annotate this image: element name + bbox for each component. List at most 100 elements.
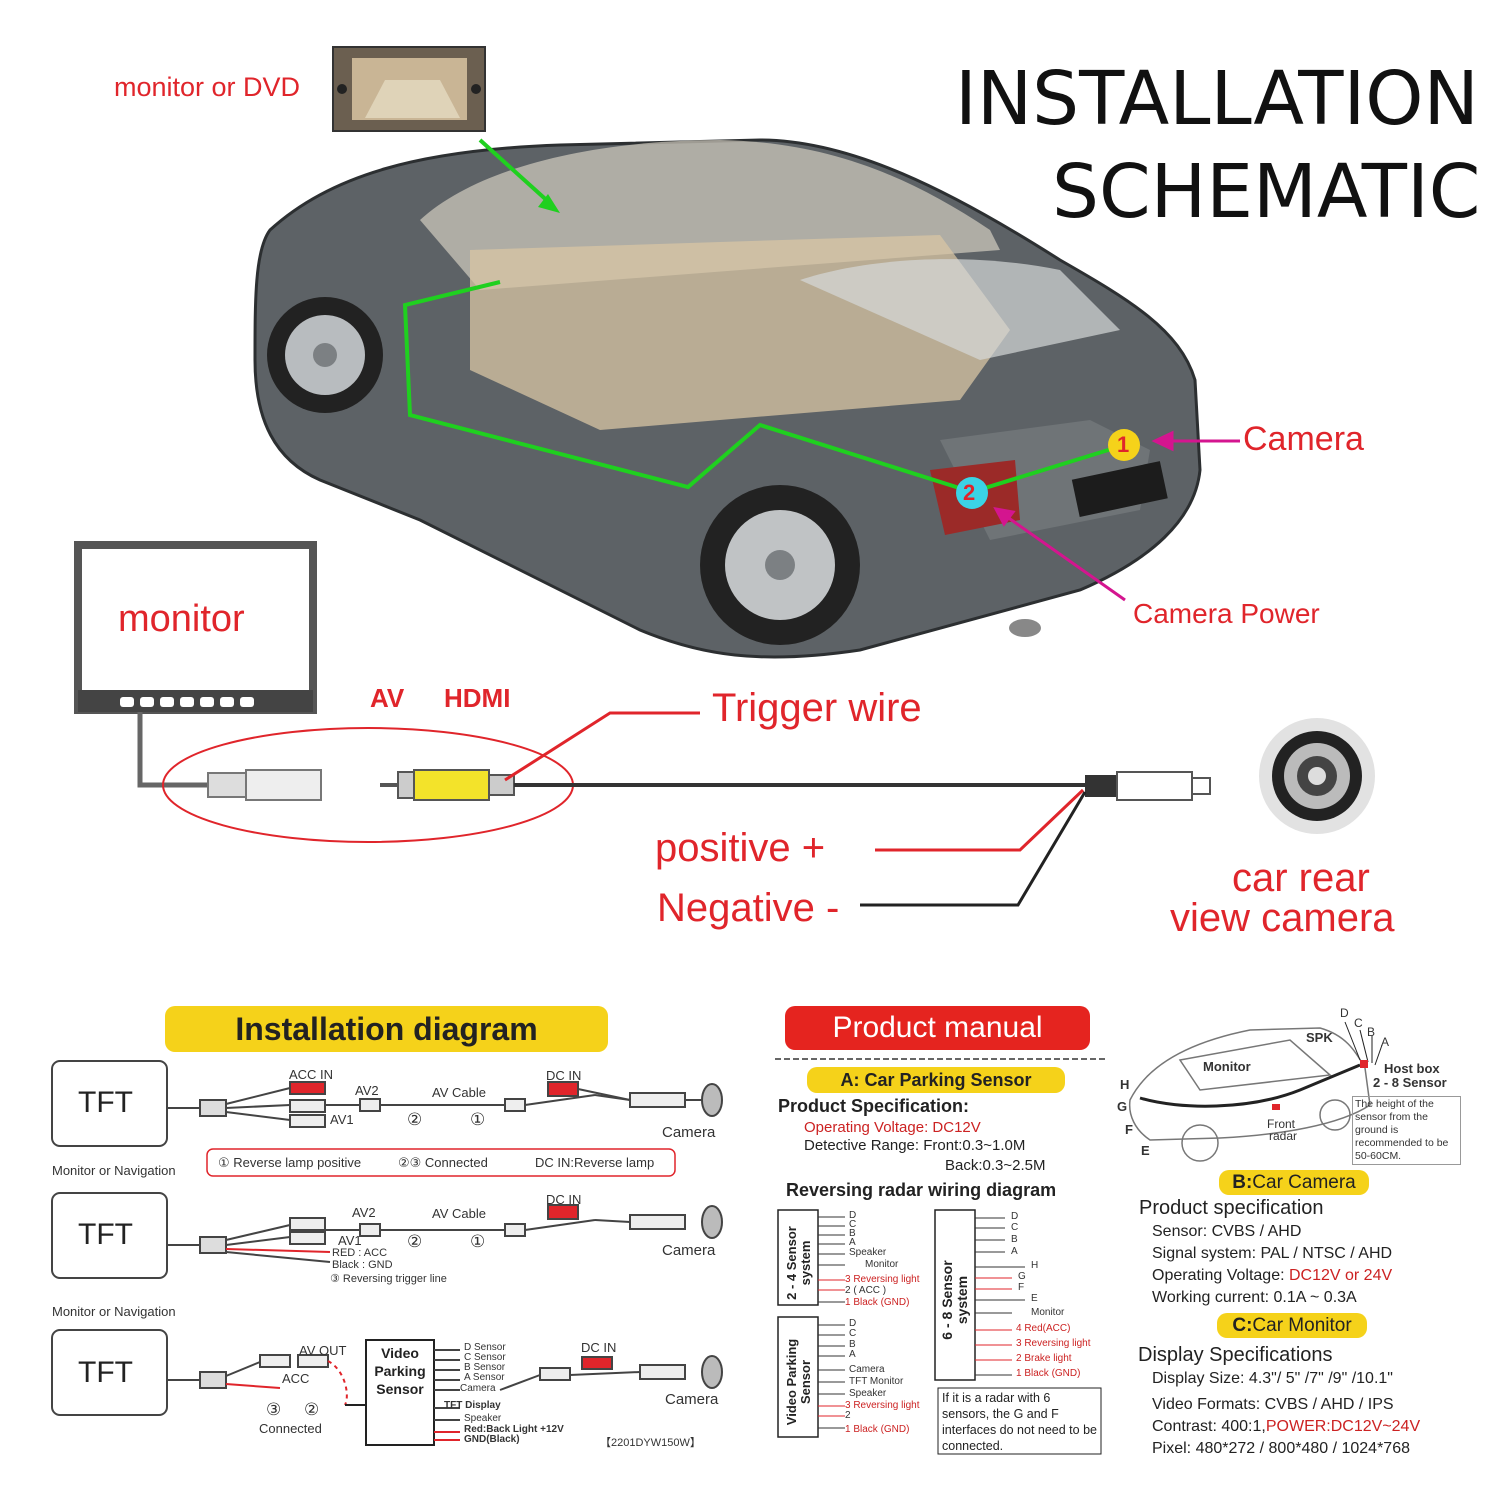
connected-label: Connected [259,1421,322,1436]
box2-brake: 2 Brake light [1016,1353,1072,1364]
contrast-spec: Contrast: 400:1,POWER:DC12V~24V [1152,1418,1420,1436]
power-value: POWER:DC12V~24V [1265,1418,1421,1435]
box1-rev: 3 Reversing light [845,1274,920,1285]
car-sensor-sketch [1128,1021,1383,1162]
monitor-dvd-label: monitor or DVD [114,72,301,102]
legend-3: DC IN:Reverse lamp [535,1155,655,1170]
car-c: C [1354,1016,1363,1030]
positive-label: positive + [655,826,826,870]
wiring-diagram [74,541,1375,907]
tft-label-3: TFT [78,1356,133,1389]
box1-gnd: 1 Black (GND) [845,1297,910,1308]
acc-label: ACC [282,1371,310,1386]
host-box-label: Host box [1384,1061,1440,1076]
product-manual-header: Product manual [785,1006,1090,1050]
speaker-label: Speaker [464,1413,502,1424]
box3-camera: Camera [849,1364,885,1375]
negative-label: Negative - [657,886,840,930]
product-spec-heading: Product specification [1139,1197,1324,1219]
current-spec: Working current: 0.1A ~ 0.3A [1152,1289,1357,1306]
camera-sensor-label: Camera [460,1383,496,1394]
box2-rev: 3 Reversing light [1016,1338,1091,1349]
camera-label-2: Camera [662,1242,716,1259]
hdmi-label: HDMI [444,683,511,713]
marker-2-label: 2 [963,480,976,505]
camera-power-label: Camera Power [1133,598,1320,629]
marker-1-label: 1 [1117,432,1130,457]
box3-gnd: 1 Black (GND) [845,1424,910,1435]
box2-gnd: 1 Black (GND) [1016,1368,1081,1379]
model-code: 【2201DYW150W】 [600,1437,701,1449]
box1-b: B [849,1228,856,1239]
title-line2: SCHEMATIC [1052,149,1481,235]
a-sensor-label: A Sensor [464,1372,505,1383]
circle-2-b: ② [407,1232,423,1251]
rev-trigger-label: ③ Reversing trigger line [330,1273,447,1285]
legend-2: ②③ Connected [398,1155,488,1170]
av2-label-2: AV2 [352,1205,376,1220]
hdmi-connector-icon [207,769,322,801]
box2-g: G [1018,1271,1026,1282]
manual-divider [775,1058,1105,1060]
display-size-spec: Display Size: 4.3"/ 5" /7" /9" /10.1" [1152,1370,1393,1387]
av-cable-label-1: AV Cable [432,1085,486,1100]
camera-label-3: Camera [665,1391,719,1408]
green-arrow-head [538,194,560,213]
box1-a: A [849,1237,856,1248]
av-out-label: AV OUT [299,1343,347,1358]
op-voltage-label: Operating Voltage: [1152,1267,1289,1284]
box2-red-acc: 4 Red(ACC) [1016,1323,1071,1334]
dvd-unit-thumbnail [332,46,486,132]
sys68-label: 6 - 8 Sensor system [939,1260,970,1340]
box3-d: D [849,1318,857,1329]
marker-2-icon [956,477,988,509]
car-monitor: Monitor [1203,1059,1251,1074]
b-title: Car Camera [1252,1172,1356,1193]
box1-acc: 2 ( ACC ) [845,1285,887,1296]
sedan-body [253,138,1202,659]
red-acc-label: RED : ACC [332,1247,388,1259]
monitor-nav-label-1: Monitor or Navigation [52,1163,176,1178]
circle-1-a: ① [470,1110,486,1129]
circle-2-a: ② [407,1110,423,1129]
installation-diagram-header: Installation diagram [165,1006,608,1052]
box1-c: C [849,1219,857,1230]
car-f: F [1125,1122,1133,1137]
av2-label-1: AV2 [355,1083,379,1098]
box3-speaker: Speaker [849,1388,887,1399]
d-sensor-label: D Sensor [464,1342,506,1353]
camera-plug-icon [1085,771,1211,801]
front-radar-2: radar [1269,1129,1298,1143]
wiring-route [402,138,1119,494]
box2-a: A [1011,1246,1018,1257]
signal-spec: Signal system: PAL / NTSC / AHD [1152,1245,1393,1262]
box3-two: 2 [845,1410,851,1421]
car-h: H [1120,1077,1130,1092]
box1-monitor: Monitor [865,1259,899,1270]
box1-speaker: Speaker [849,1247,887,1258]
car-parking-sensor-badge: A: Car Parking Sensor [807,1067,1065,1093]
b-sensor-label: B Sensor [464,1362,506,1373]
car-d: D [1340,1006,1349,1020]
product-spec-title: Product Specification: [778,1096,970,1116]
b-prefix: B: [1232,1172,1253,1193]
legend-1: ① Reverse lamp positive [218,1155,362,1170]
camera-label-1: Camera [662,1124,716,1141]
box2-e: E [1031,1293,1038,1304]
back-range-text: Back:0.3~2.5M [945,1157,1046,1174]
sys24-label: 2 - 4 Sensor system [784,1226,813,1300]
red-backlight-label: Red:Back Light +12V [464,1424,564,1435]
dc-in-label-1: DC IN [546,1068,582,1083]
box1-d: D [849,1210,857,1221]
sensor-spec: Sensor: CVBS / AHD [1152,1223,1302,1240]
box2-f: F [1018,1282,1025,1293]
c-prefix: C: [1232,1315,1253,1336]
dc-in-label-2: DC IN [546,1192,582,1207]
box3-a: A [849,1349,856,1360]
vps-vertical-label: Video Parking Sensor [784,1338,813,1426]
circle-2-c: ② [304,1400,320,1419]
av1-label-2: AV1 [338,1233,362,1248]
monitor-device-icon [74,541,317,714]
box3-tft: TFT Monitor [849,1376,904,1387]
radar-wiring-boxes [777,1209,1102,1455]
